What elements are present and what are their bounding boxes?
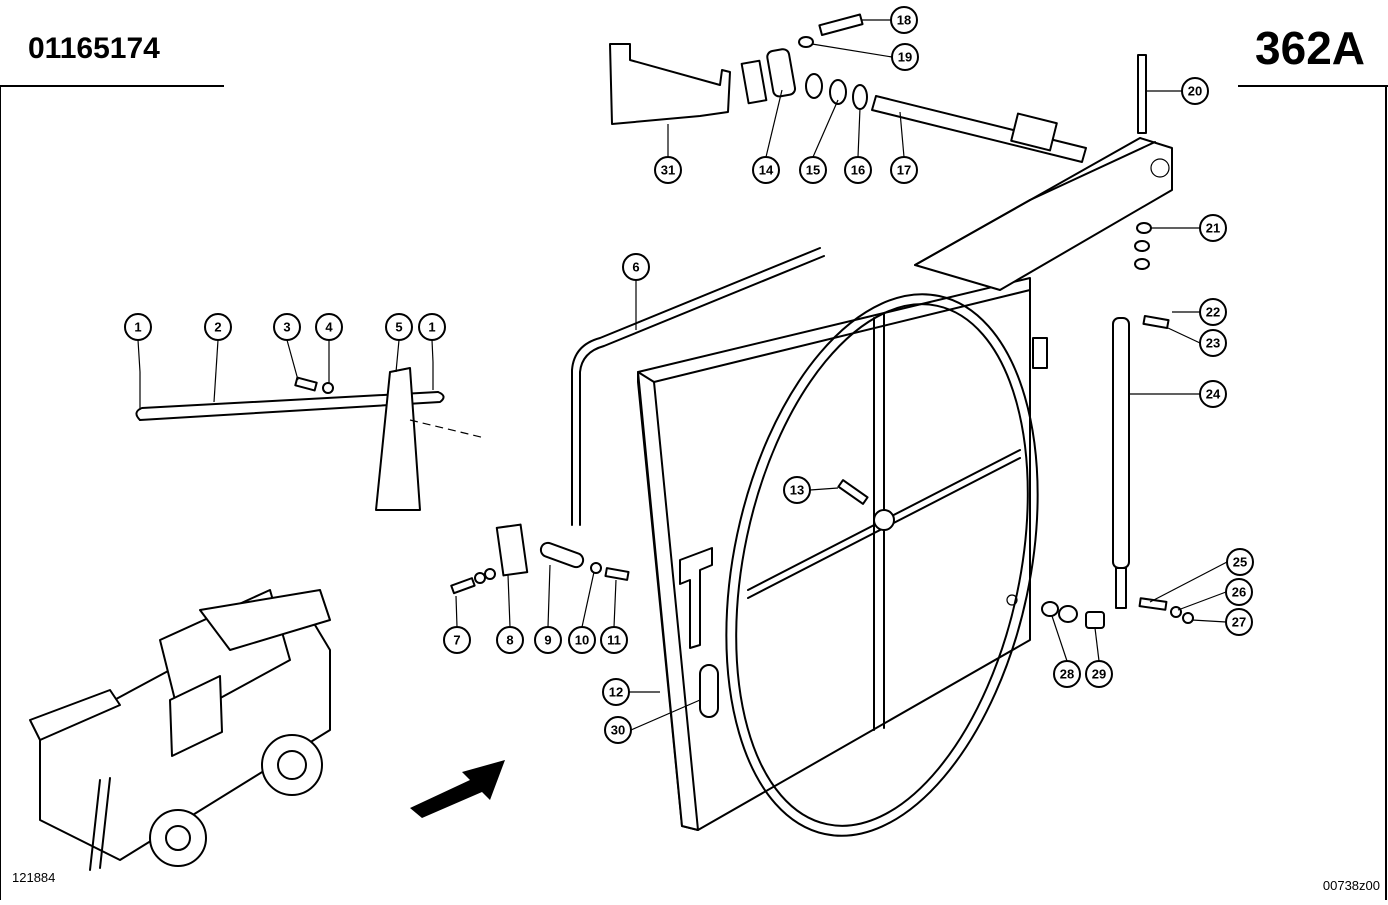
shaft-17	[871, 95, 1087, 163]
callout-28: 28	[1053, 660, 1081, 688]
callout-22: 22	[1199, 298, 1227, 326]
bracket-5	[375, 367, 421, 511]
callout-4: 4	[315, 313, 343, 341]
callout-2: 2	[204, 313, 232, 341]
callout-17: 17	[890, 156, 918, 184]
bolt-washer-3-4	[294, 376, 334, 394]
svg-text:28: 28	[1060, 667, 1074, 682]
svg-text:29: 29	[1092, 667, 1106, 682]
callout-16: 16	[844, 156, 872, 184]
svg-text:16: 16	[851, 163, 865, 178]
svg-text:7: 7	[453, 633, 460, 648]
svg-text:3: 3	[283, 320, 290, 335]
sight-glass	[699, 664, 719, 718]
callout-12: 12	[602, 678, 630, 706]
svg-text:26: 26	[1232, 585, 1246, 600]
svg-text:12: 12	[609, 685, 623, 700]
svg-text:18: 18	[897, 13, 911, 28]
svg-text:10: 10	[575, 633, 589, 648]
svg-text:1: 1	[428, 320, 435, 335]
callout-26: 26	[1225, 578, 1253, 606]
svg-text:31: 31	[661, 163, 675, 178]
svg-text:22: 22	[1206, 305, 1220, 320]
leader-lines	[137, 19, 1228, 731]
callout-1b: 1	[418, 313, 446, 341]
svg-text:21: 21	[1206, 221, 1220, 236]
ring-16	[852, 84, 868, 110]
top-bolt-18	[798, 13, 864, 48]
footer-left-ref: 121884	[12, 870, 55, 885]
callout-23: 23	[1199, 329, 1227, 357]
fan-hub	[873, 509, 895, 531]
svg-text:1: 1	[134, 320, 141, 335]
svg-text:4: 4	[325, 320, 333, 335]
svg-text:9: 9	[544, 633, 551, 648]
svg-text:20: 20	[1188, 84, 1202, 99]
callout-11: 11	[600, 626, 628, 654]
callout-29: 29	[1085, 660, 1113, 688]
svg-text:27: 27	[1232, 615, 1246, 630]
callout-25: 25	[1226, 548, 1254, 576]
callout-6: 6	[622, 253, 650, 281]
hardware-7-11	[450, 523, 630, 595]
callout-30: 30	[604, 716, 632, 744]
callout-15: 15	[799, 156, 827, 184]
support-beam	[914, 137, 1173, 369]
svg-text:11: 11	[607, 633, 621, 648]
harvester-thumbnail	[29, 589, 331, 871]
callout-27: 27	[1225, 608, 1253, 636]
callout-14: 14	[752, 156, 780, 184]
nuts-21	[1134, 222, 1152, 270]
svg-text:5: 5	[395, 320, 402, 335]
svg-text:30: 30	[611, 723, 625, 738]
callout-31: 31	[654, 156, 682, 184]
callout-8: 8	[496, 626, 524, 654]
callout-10: 10	[568, 626, 596, 654]
seal-strip	[571, 247, 825, 526]
bolt-20	[1137, 54, 1147, 134]
rod-assembly	[135, 362, 445, 421]
callout-9: 9	[534, 626, 562, 654]
fan-frame	[637, 277, 1039, 837]
callout-13: 13	[783, 476, 811, 504]
callout-3: 3	[273, 313, 301, 341]
callout-24: 24	[1199, 380, 1227, 408]
view-direction-arrow	[410, 760, 505, 818]
svg-text:14: 14	[759, 163, 774, 178]
spacer-28-bolt-29	[1041, 601, 1105, 629]
callout-21: 21	[1199, 214, 1227, 242]
svg-text:17: 17	[897, 163, 911, 178]
callout-18: 18	[890, 6, 918, 34]
ring-15	[805, 73, 823, 99]
svg-text:13: 13	[790, 483, 804, 498]
svg-text:6: 6	[632, 260, 639, 275]
bracket-31	[609, 43, 731, 125]
clamp-14	[740, 48, 797, 105]
part-number: 01165174	[28, 32, 160, 65]
page-code: 362A	[1255, 22, 1365, 74]
gas-strut-24	[1112, 314, 1194, 624]
pin-13	[837, 479, 869, 505]
callout-19: 19	[891, 43, 919, 71]
svg-text:19: 19	[898, 50, 912, 65]
svg-text:8: 8	[506, 633, 513, 648]
svg-text:2: 2	[214, 320, 221, 335]
callout-7: 7	[443, 626, 471, 654]
callout-20: 20	[1181, 77, 1209, 105]
footer-right-ref: 00738z00	[1323, 878, 1380, 893]
svg-text:15: 15	[806, 163, 820, 178]
svg-text:24: 24	[1206, 387, 1221, 402]
svg-text:25: 25	[1233, 555, 1247, 570]
callout-1a: 1	[124, 313, 152, 341]
callout-5: 5	[385, 313, 413, 341]
svg-text:23: 23	[1206, 336, 1220, 351]
